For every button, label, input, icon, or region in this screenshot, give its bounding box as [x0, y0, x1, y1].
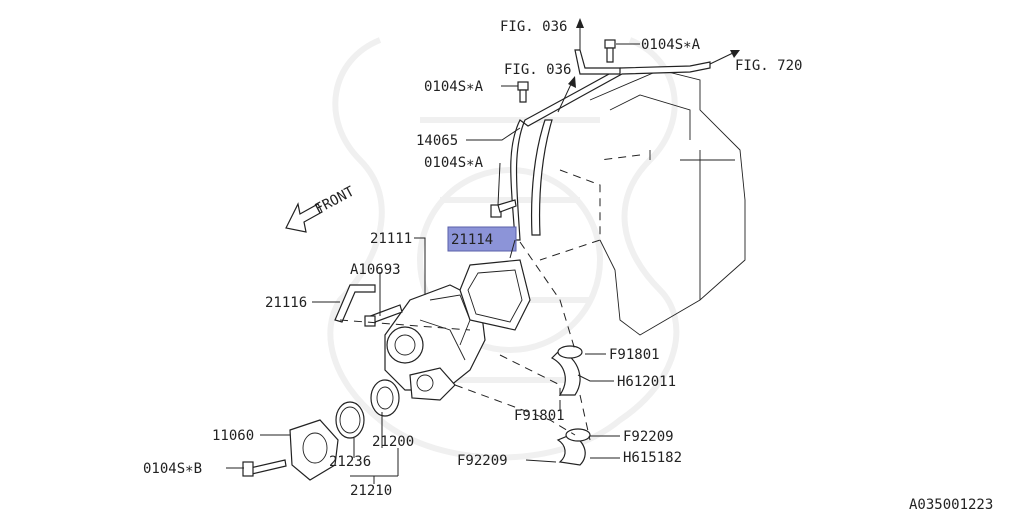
diagram-code: A035001223 — [909, 497, 993, 512]
label-f92209-right[interactable]: F92209 — [623, 429, 674, 445]
label-bolt-a-top[interactable]: 0104S∗A — [641, 37, 701, 53]
gasket-21236 — [335, 401, 365, 439]
leader-lines — [226, 43, 640, 484]
label-bolt-b[interactable]: 0104S∗B — [143, 461, 202, 477]
label-h612011[interactable]: H612011 — [617, 374, 676, 390]
label-14065[interactable]: 14065 — [416, 133, 458, 149]
label-h615182[interactable]: H615182 — [623, 450, 682, 466]
label-21210[interactable]: 21210 — [350, 483, 392, 499]
label-21114[interactable]: 21114 — [451, 232, 493, 248]
highlight-21114 — [447, 226, 517, 252]
label-f91801-right[interactable]: F91801 — [609, 347, 660, 363]
gasket-21114 — [459, 259, 531, 331]
label-f92209-left[interactable]: F92209 — [457, 453, 508, 469]
watermark-emblem — [327, 37, 680, 461]
front-arrow — [285, 202, 323, 233]
thermostat-21200 — [370, 379, 400, 417]
engine-block — [589, 69, 746, 336]
label-fig720[interactable]: FIG. 720 — [735, 58, 802, 74]
bolts — [364, 39, 616, 327]
label-21236[interactable]: 21236 — [329, 454, 371, 470]
hose-h615182 — [556, 428, 591, 466]
bolt-0104s-b — [242, 459, 287, 477]
label-fig036-mid[interactable]: FIG. 036 — [504, 62, 571, 78]
label-21111[interactable]: 21111 — [370, 231, 412, 247]
label-11060[interactable]: 11060 — [212, 428, 254, 444]
label-front: FRONT — [312, 183, 357, 217]
label-fig036-top[interactable]: FIG. 036 — [500, 19, 567, 35]
water-pump-21111 — [384, 284, 486, 401]
thermostat-case-11060 — [289, 419, 339, 481]
coolant-pipe-14065 — [510, 49, 711, 241]
label-bolt-a-mid[interactable]: 0104S∗A — [424, 155, 484, 171]
fig-arrows — [557, 18, 740, 113]
hose-h612011 — [551, 345, 583, 396]
label-bolt-a-left[interactable]: 0104S∗A — [424, 79, 484, 95]
label-f91801-bottom[interactable]: F91801 — [514, 408, 565, 424]
label-21200[interactable]: 21200 — [372, 434, 414, 450]
label-a10693[interactable]: A10693 — [350, 262, 401, 278]
label-21116[interactable]: 21116 — [265, 295, 307, 311]
